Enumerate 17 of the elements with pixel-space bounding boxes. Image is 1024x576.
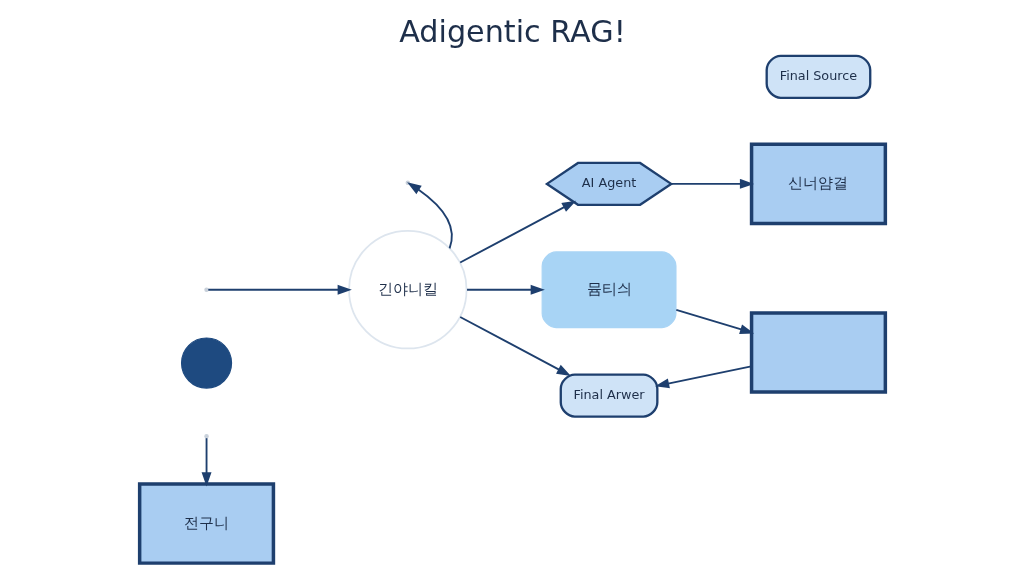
- diagram-title: Adigentic RAG!: [398, 13, 626, 49]
- node-person: [180, 337, 232, 389]
- node-circle: 긴야니킬: [347, 230, 467, 350]
- node-box: 뮴티싀: [541, 251, 677, 329]
- node-box: Final Source: [765, 54, 871, 99]
- arrow: [674, 308, 754, 335]
- arrow: [458, 200, 576, 264]
- arrow: [206, 284, 352, 295]
- arrow: [201, 437, 212, 487]
- node-box: Final Arwer: [559, 373, 658, 418]
- node-box: 신너얌결: [749, 142, 887, 226]
- arrow: [669, 178, 754, 189]
- arrow: [458, 316, 571, 376]
- node-box: 전구니: [137, 482, 275, 565]
- arrow: [654, 365, 752, 389]
- node-box: [749, 311, 887, 394]
- arrow: [465, 284, 545, 295]
